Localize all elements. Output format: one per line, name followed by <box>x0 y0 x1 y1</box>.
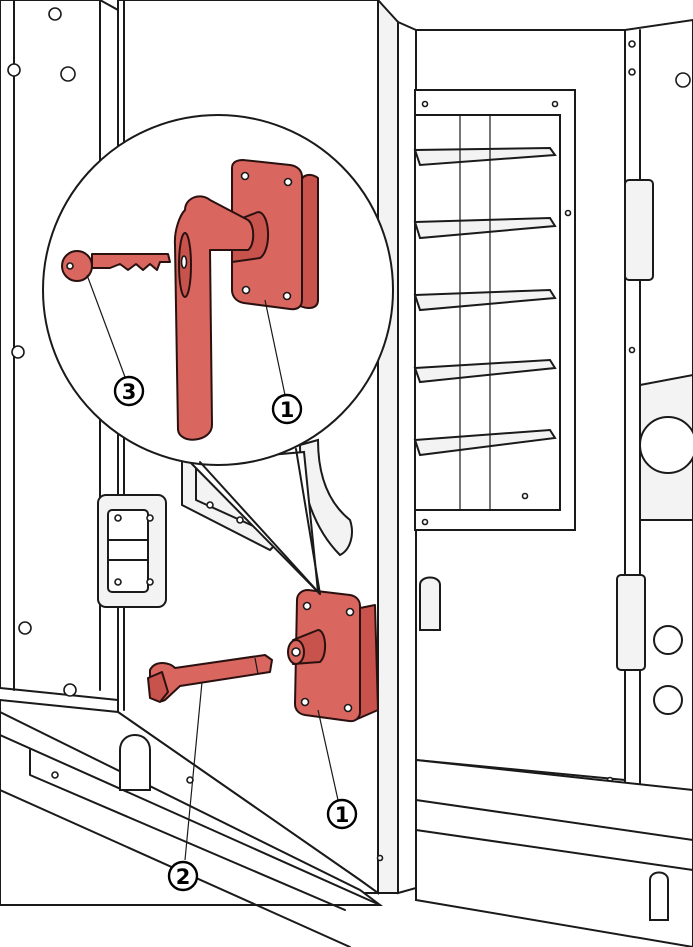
magnified-lock <box>173 159 319 441</box>
callout-handle-tool: 2 <box>167 860 199 892</box>
louver-grille-icon <box>413 115 557 510</box>
callout-key: 3 <box>113 375 145 407</box>
cabinet-right <box>413 29 626 782</box>
cabinet-far-right <box>606 18 693 862</box>
callout-lock-bottom: 1 <box>326 798 358 830</box>
lever-handle-icon <box>147 654 273 703</box>
callout-number: 2 <box>176 865 191 889</box>
screw-hole <box>18 621 32 635</box>
lock-housing-icon <box>287 589 379 723</box>
door-hinge <box>97 494 167 608</box>
leader-lines <box>86 274 339 861</box>
key-icon <box>61 250 171 282</box>
screw-hole <box>7 63 21 77</box>
screw-hole <box>60 66 76 82</box>
right-hinge <box>616 574 646 671</box>
screw-hole <box>11 345 25 359</box>
callout-number: 3 <box>122 380 137 404</box>
callout-lock-top: 1 <box>271 393 303 425</box>
screw-hole <box>48 7 62 21</box>
screw-hole <box>63 683 77 697</box>
callout-number: 1 <box>280 398 295 422</box>
callout-number: 1 <box>335 803 350 827</box>
right-hinge <box>624 179 654 281</box>
